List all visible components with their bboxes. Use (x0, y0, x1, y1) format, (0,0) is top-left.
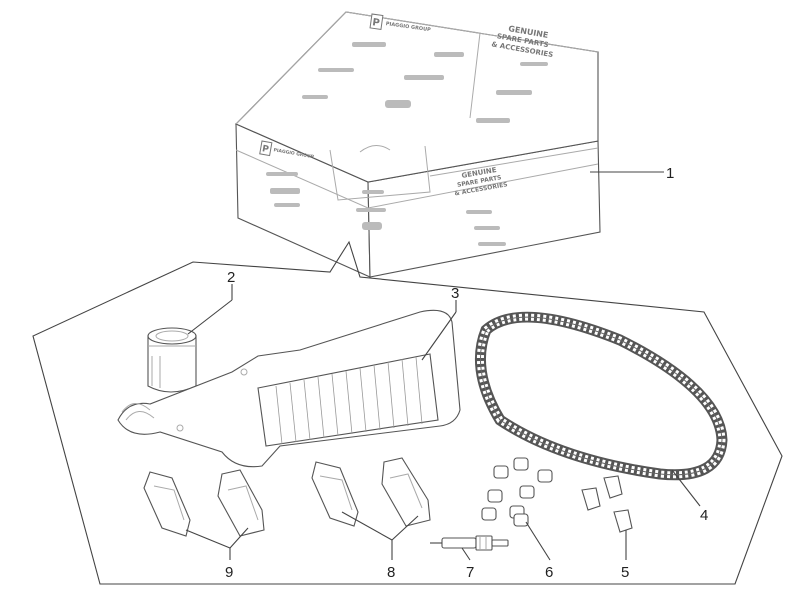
variator-sliders (581, 475, 633, 533)
callout-3: 3 (451, 285, 459, 302)
callout-5: 5 (621, 564, 629, 581)
callout-1: 1 (666, 165, 674, 182)
brand-logos-lid (302, 42, 548, 123)
variator-rollers (481, 457, 553, 527)
brake-pads-front (143, 469, 265, 537)
callout-7: 7 (466, 564, 474, 581)
callout-2: 2 (227, 269, 235, 286)
kit-outline (32, 240, 783, 585)
oil-filter (147, 327, 197, 393)
brake-pads-rear (311, 457, 431, 527)
leader-lines (185, 171, 701, 561)
air-filter (117, 309, 461, 468)
drive-belt (475, 311, 728, 481)
callout-6: 6 (545, 564, 553, 581)
air-filter-element (257, 353, 439, 447)
callout-4: 4 (700, 507, 708, 524)
brand-logos-front (266, 172, 506, 246)
spare-parts-box: P PIAGGIO GROUP GENUINE SPARE PARTS & AC… (235, 11, 601, 278)
callout-8: 8 (387, 564, 395, 581)
box-brand-mark-front: P (261, 144, 270, 155)
callout-labels: 1 2 3 4 5 6 7 8 9 (225, 165, 708, 581)
callout-9: 9 (225, 564, 233, 581)
spark-plug (430, 535, 509, 551)
box-brand-mark-lid: P (372, 17, 381, 29)
